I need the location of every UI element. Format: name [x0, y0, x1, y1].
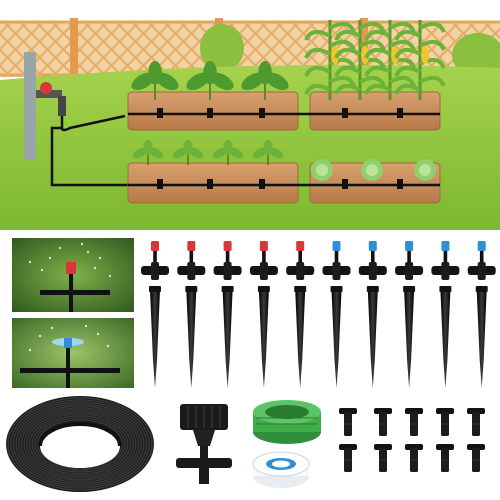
end-plug — [436, 408, 454, 436]
end-plug — [436, 444, 454, 472]
emitter-stake — [431, 241, 460, 388]
bed-emitter — [259, 108, 265, 118]
emitter-stake — [395, 241, 424, 388]
blue-emitter-cap — [441, 241, 450, 251]
spray-emitter-photo — [12, 318, 134, 388]
end-plug — [374, 444, 392, 472]
faucet — [24, 52, 66, 160]
emitter-stake — [286, 241, 315, 388]
end-plug — [339, 444, 357, 472]
raised-beds — [127, 91, 441, 204]
cabbage — [414, 159, 436, 181]
cabbage — [311, 159, 333, 181]
corn-plant — [334, 20, 386, 100]
end-plug — [467, 444, 485, 472]
corn-plant — [394, 20, 446, 100]
faucet-adapter — [176, 404, 232, 484]
bed-emitter — [157, 108, 163, 118]
corn-plant — [364, 20, 416, 100]
emitter-stake — [358, 241, 387, 388]
emitter-stake — [177, 241, 206, 388]
red-emitter-cap — [187, 241, 196, 251]
bed-emitter — [157, 179, 163, 189]
end-plug — [405, 408, 423, 436]
end-plug — [374, 408, 392, 436]
corn-plant — [304, 20, 356, 100]
emitter-stakes — [141, 241, 496, 388]
end-plug — [405, 444, 423, 472]
red-emitter-cap — [296, 241, 305, 251]
blue-emitter-cap — [368, 241, 377, 251]
end-plugs — [339, 408, 485, 472]
plant — [132, 139, 164, 165]
bed-emitter — [397, 108, 403, 118]
bush — [200, 24, 244, 72]
red-emitter-cap — [259, 241, 268, 251]
plants — [131, 20, 446, 189]
bed-emitter — [207, 179, 213, 189]
bed-emitter — [259, 179, 265, 189]
bed-emitter — [397, 179, 403, 189]
plant — [186, 60, 234, 100]
bed-emitter — [342, 179, 348, 189]
plant — [252, 139, 284, 165]
cabbage — [361, 159, 383, 181]
blue-emitter-cap — [477, 241, 486, 251]
spray-emitter-in-photo — [20, 324, 120, 388]
emitter-photos — [12, 238, 134, 388]
emitter-stake — [467, 241, 496, 388]
tubing-coil — [6, 396, 154, 492]
end-plug — [339, 408, 357, 436]
red-emitter-cap — [151, 241, 159, 251]
emitter-stake — [141, 241, 169, 388]
thread-adapter — [253, 400, 321, 444]
emitter-stake — [213, 241, 242, 388]
plant — [131, 60, 179, 100]
emitter-stake — [322, 241, 351, 388]
end-plug — [467, 408, 485, 436]
bed-emitter — [207, 108, 213, 118]
red-emitter-cap — [223, 241, 232, 251]
plant — [172, 139, 204, 165]
blue-emitter-cap — [332, 241, 341, 251]
emitter-stake — [249, 241, 278, 388]
ptfe-tape — [252, 451, 310, 488]
misting-emitter-in-photo — [28, 242, 112, 312]
plant — [241, 60, 289, 100]
bed-emitter — [342, 108, 348, 118]
plant — [212, 139, 244, 165]
blue-emitter-cap — [405, 241, 414, 251]
garden-scene — [0, 0, 500, 230]
